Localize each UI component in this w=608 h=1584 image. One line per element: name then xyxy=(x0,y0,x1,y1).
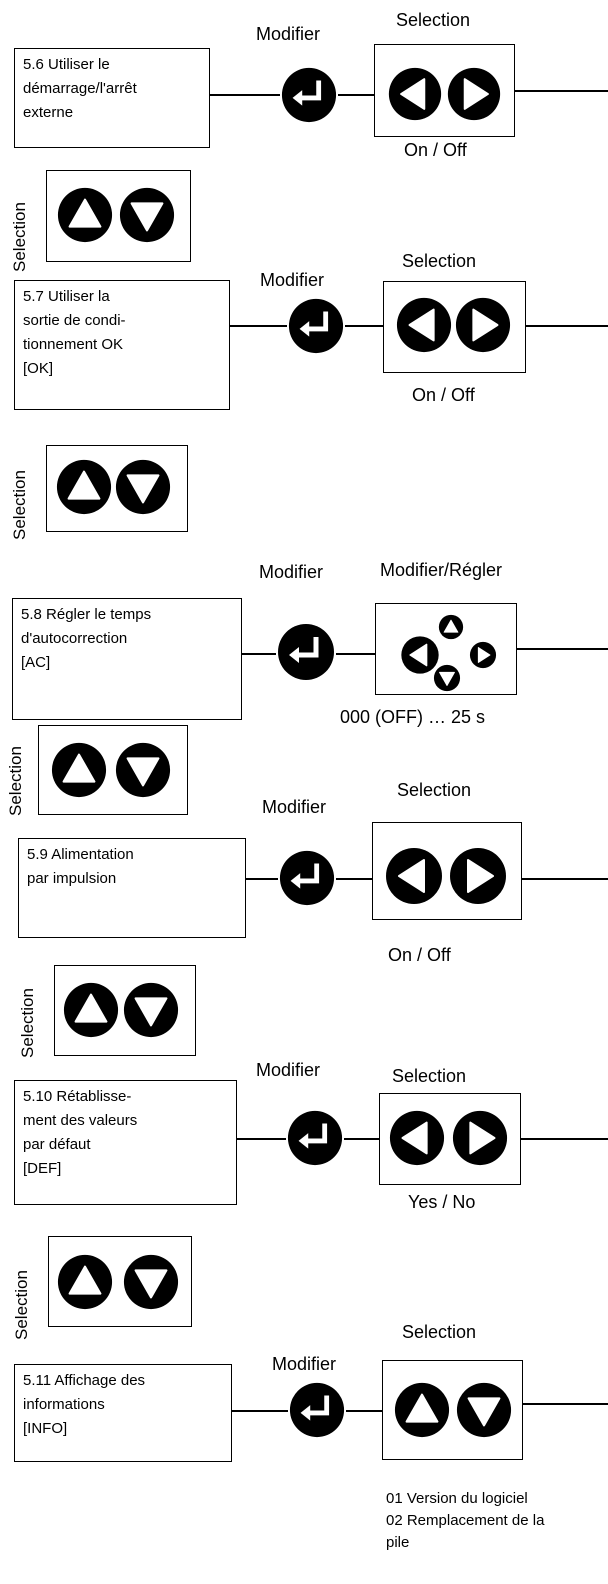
down-arrow-icon[interactable] xyxy=(455,1381,513,1439)
selection-label: Selection xyxy=(396,10,471,30)
step-text-line: démarrage/l'arrêt xyxy=(23,80,137,97)
connector-line xyxy=(232,1410,288,1412)
step-text-line: 5.11 Affichage des xyxy=(23,1372,146,1389)
step-text-line: [DEF] xyxy=(23,1160,62,1177)
connector-line xyxy=(526,325,608,327)
connector-line xyxy=(242,653,276,655)
down-arrow-icon[interactable] xyxy=(114,741,172,799)
up-arrow-icon[interactable] xyxy=(393,1381,451,1439)
step-5-7-box: 5.7 Utiliser la sortie de condi- tionnem… xyxy=(14,280,230,410)
connector-line xyxy=(336,878,372,880)
selection-label: Selection xyxy=(392,1066,467,1086)
enter-icon[interactable] xyxy=(280,66,338,124)
connector-line xyxy=(523,1403,608,1405)
enter-icon[interactable] xyxy=(276,622,336,682)
connector-line xyxy=(346,1410,382,1412)
options-label: Yes / No xyxy=(408,1192,476,1212)
modifier-label: Modifier xyxy=(260,270,325,290)
connector-line xyxy=(338,94,374,96)
step-text-line: par impulsion xyxy=(27,870,117,887)
step-text-line: externe xyxy=(23,104,74,121)
down-arrow-icon[interactable] xyxy=(122,981,180,1039)
modifier-label: Modifier xyxy=(256,1060,321,1080)
up-arrow-icon[interactable] xyxy=(55,458,113,516)
down-arrow-icon[interactable] xyxy=(118,186,176,244)
step-text-line: [INFO] xyxy=(23,1420,68,1437)
modifier-label: Modifier xyxy=(272,1354,337,1374)
step-text-line: sortie de condi- xyxy=(23,312,126,329)
step-text-line: 5.6 Utiliser le xyxy=(23,56,110,73)
up-arrow-icon[interactable] xyxy=(62,981,120,1039)
options-label: On / Off xyxy=(388,945,451,965)
selection-label: Selection xyxy=(397,780,472,800)
modifier-label: Modifier xyxy=(262,797,327,817)
right-arrow-icon[interactable] xyxy=(446,66,502,122)
info-list-item: 01 Version du logiciel xyxy=(386,1490,528,1507)
step-text-line: 5.8 Régler le temps xyxy=(21,606,152,623)
connector-line xyxy=(237,1138,286,1140)
enter-icon[interactable] xyxy=(286,1109,344,1167)
step-text-line: [AC] xyxy=(21,654,51,671)
modifier-regler-label: Modifier/Régler xyxy=(380,560,503,580)
step-text-line: par défaut xyxy=(23,1136,91,1153)
step-text-line: 5.10 Rétablisse- xyxy=(23,1088,132,1105)
step-text-line: ment des valeurs xyxy=(23,1112,138,1129)
connector-line xyxy=(517,648,608,650)
up-arrow-icon[interactable] xyxy=(56,186,114,244)
step-text-line: tionnement OK xyxy=(23,336,124,353)
right-arrow-icon[interactable] xyxy=(451,1109,509,1167)
selection-vertical-label: Selection xyxy=(18,988,37,1058)
connector-line xyxy=(230,325,287,327)
modifier-label: Modifier xyxy=(256,24,321,44)
down-arrow-icon[interactable] xyxy=(433,664,461,692)
step-5-9-box: 5.9 Alimentation par impulsion xyxy=(18,838,246,938)
selection-label: Selection xyxy=(402,1322,477,1342)
connector-line xyxy=(344,1138,379,1140)
modifier-label: Modifier xyxy=(259,562,324,582)
step-text-line: 5.7 Utiliser la xyxy=(23,288,110,305)
up-arrow-icon[interactable] xyxy=(50,741,108,799)
selection-vertical-label: Selection xyxy=(12,1270,31,1340)
step-text-line: d'autocorrection xyxy=(21,630,128,647)
connector-line xyxy=(345,325,383,327)
step-5-10-box: 5.10 Rétablisse- ment des valeurs par dé… xyxy=(14,1080,237,1205)
step-text-line: 5.9 Alimentation xyxy=(27,846,134,863)
step-5-11-box: 5.11 Affichage des informations [INFO] xyxy=(14,1364,232,1462)
right-arrow-icon[interactable] xyxy=(469,641,497,669)
connector-line xyxy=(210,94,280,96)
left-arrow-icon[interactable] xyxy=(387,66,443,122)
right-arrow-icon[interactable] xyxy=(454,296,512,354)
enter-icon[interactable] xyxy=(288,1381,346,1439)
connector-line xyxy=(521,1138,608,1140)
selection-vertical-label: Selection xyxy=(10,202,29,272)
down-arrow-icon[interactable] xyxy=(114,458,172,516)
selection-vertical-label: Selection xyxy=(6,746,25,816)
options-label: On / Off xyxy=(412,385,475,405)
info-list-item: pile xyxy=(386,1534,410,1551)
selection-vertical-label: Selection xyxy=(10,470,29,540)
options-label: On / Off xyxy=(404,140,467,160)
left-arrow-icon[interactable] xyxy=(395,296,453,354)
step-text-line: [OK] xyxy=(23,360,54,377)
enter-icon[interactable] xyxy=(287,297,345,355)
step-text-line: informations xyxy=(23,1396,105,1413)
down-arrow-icon[interactable] xyxy=(122,1253,180,1311)
selection-label: Selection xyxy=(402,251,477,271)
left-arrow-icon[interactable] xyxy=(384,846,444,906)
connector-line xyxy=(246,878,278,880)
options-label: 000 (OFF) … 25 s xyxy=(340,707,486,727)
info-list-item: 02 Remplacement de la xyxy=(386,1512,545,1529)
right-arrow-icon[interactable] xyxy=(448,846,508,906)
up-arrow-icon[interactable] xyxy=(438,614,464,640)
connector-line xyxy=(515,90,608,92)
step-5-8-box: 5.8 Régler le temps d'autocorrection [AC… xyxy=(12,598,242,720)
step-5-6-box: 5.6 Utiliser le démarrage/l'arrêt extern… xyxy=(14,48,210,148)
left-arrow-icon[interactable] xyxy=(388,1109,446,1167)
up-arrow-icon[interactable] xyxy=(56,1253,114,1311)
connector-line xyxy=(336,653,375,655)
info-list: 01 Version du logiciel 02 Remplacement d… xyxy=(386,1488,544,1554)
enter-icon[interactable] xyxy=(278,849,336,907)
connector-line xyxy=(522,878,608,880)
